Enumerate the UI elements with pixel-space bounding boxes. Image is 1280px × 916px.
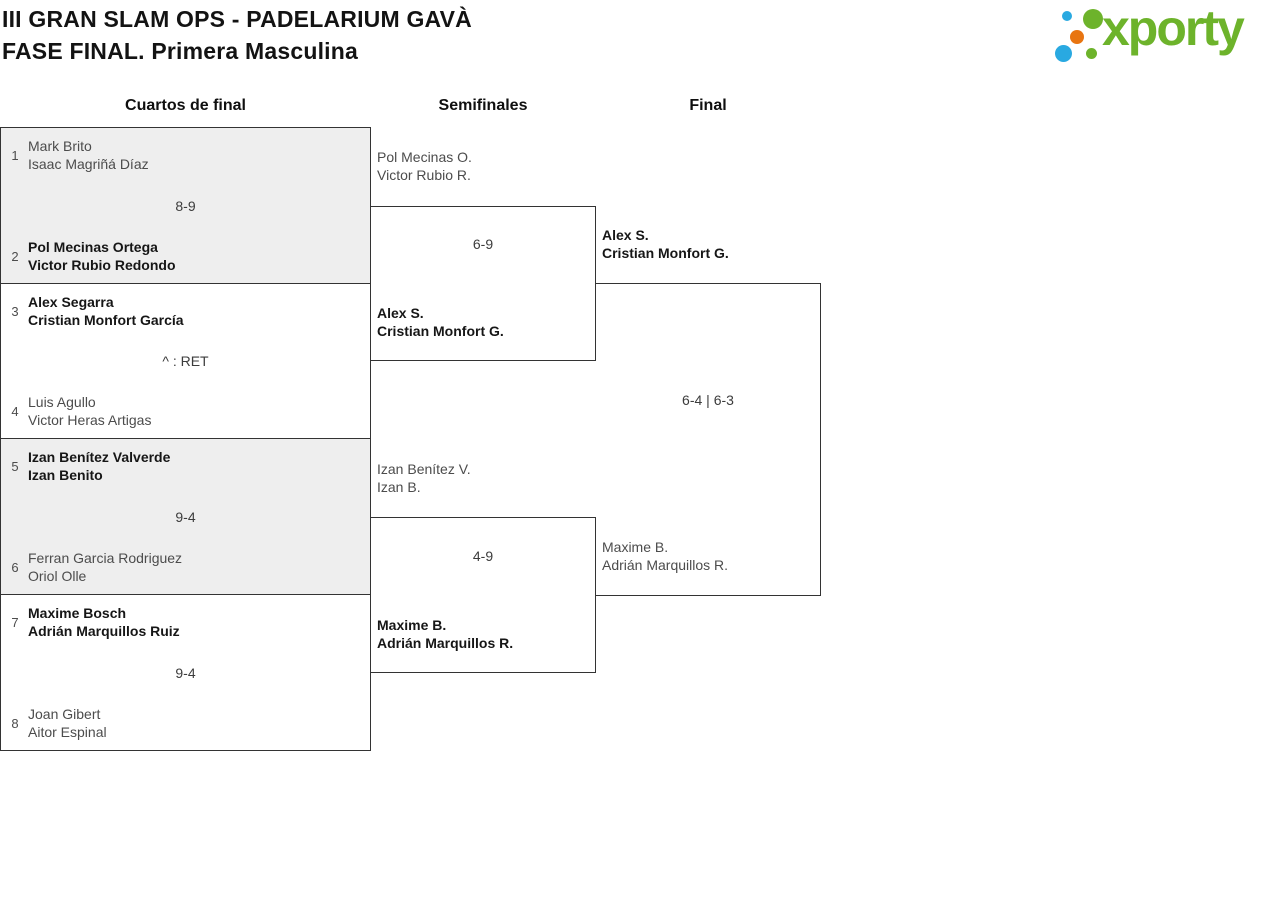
player-name: Izan Benito (28, 467, 103, 483)
match-score: 6-4 | 6-3 (682, 392, 734, 408)
match-final (595, 283, 821, 596)
player-name: Alex S. (377, 305, 424, 321)
seed-number: 2 (11, 248, 19, 264)
player-name: Adrián Marquillos R. (602, 557, 729, 573)
semifinal-1-team-top: Pol Mecinas O. Victor Rubio R. (377, 148, 472, 184)
player-name: Aitor Espinal (28, 724, 107, 740)
player-name: Izan Benítez Valverde (28, 449, 171, 465)
player-name: Maxime B. (602, 539, 669, 555)
semifinal-1-team-bottom: Alex S. Cristian Monfort G. (377, 304, 504, 340)
seed-number: 3 (11, 303, 19, 319)
player-name: Alex S. (602, 227, 649, 243)
team-names: Ferran Garcia Rodriguez Oriol Olle (28, 549, 182, 585)
round-header-semifinals: Semifinales (438, 97, 528, 114)
seed-number: 7 (11, 614, 19, 630)
logo-wordmark: xporty (1102, 0, 1245, 56)
match-score: 8-9 (175, 197, 196, 214)
match-score: 9-4 (175, 508, 196, 525)
logo-dot-icon (1055, 45, 1072, 62)
seed-number: 1 (11, 147, 19, 163)
match-score: 6-9 (472, 236, 494, 252)
player-name: Alex Segarra (28, 294, 114, 310)
player-name: Cristian Monfort García (28, 312, 184, 328)
team-names: Maxime Bosch Adrián Marquillos Ruiz (28, 604, 180, 640)
semifinal-2-team-bottom: Maxime B. Adrián Marquillos R. (377, 616, 513, 652)
match-quarterfinal-2: 3 Alex Segarra Cristian Monfort García ^… (0, 283, 371, 439)
team-names: Joan Gibert Aitor Espinal (28, 705, 107, 741)
round-header-final: Final (689, 97, 727, 114)
seed-number: 6 (11, 559, 19, 575)
player-name: Joan Gibert (28, 706, 101, 722)
final-team-bottom: Maxime B. Adrián Marquillos R. (602, 538, 728, 574)
player-name: Maxime B. (377, 617, 447, 633)
seed-number: 5 (11, 458, 19, 474)
player-name: Izan B. (377, 479, 421, 495)
player-name: Adrián Marquillos R. (377, 635, 514, 651)
player-name: Pol Mecinas Ortega (28, 239, 158, 255)
player-name: Victor Rubio R. (377, 167, 471, 183)
seed-number: 4 (11, 403, 19, 419)
phase-category: FASE FINAL. Primera Masculina (2, 38, 359, 64)
team-names: Izan Benítez Valverde Izan Benito (28, 448, 170, 484)
xporty-logo[interactable]: xporty (1045, 0, 1280, 68)
player-name: Ferran Garcia Rodriguez (28, 550, 183, 566)
seed-number: 8 (11, 715, 19, 731)
match-score: 4-9 (472, 548, 494, 564)
match-score: ^ : RET (162, 353, 209, 369)
page-title: III GRAN SLAM OPS - PADELARIUM GAVÀ FASE… (2, 3, 472, 67)
team-names: Mark Brito Isaac Magriñá Díaz (28, 137, 149, 173)
player-name: Mark Brito (28, 138, 92, 154)
player-name: Pol Mecinas O. (377, 149, 472, 165)
player-name: Cristian Monfort G. (602, 245, 729, 261)
team-names: Alex Segarra Cristian Monfort García (28, 293, 184, 329)
player-name: Izan Benítez V. (377, 461, 471, 477)
player-name: Cristian Monfort G. (377, 323, 504, 339)
player-name: Maxime Bosch (28, 605, 127, 621)
player-name: Adrián Marquillos Ruiz (28, 623, 180, 639)
match-quarterfinal-4: 7 Maxime Bosch Adrián Marquillos Ruiz 9-… (0, 594, 371, 751)
logo-dot-icon (1062, 11, 1072, 21)
semifinal-2-team-top: Izan Benítez V. Izan B. (377, 460, 471, 496)
player-name: Isaac Magriñá Díaz (28, 156, 149, 172)
team-names: Pol Mecinas Ortega Victor Rubio Redondo (28, 238, 176, 274)
match-score: 9-4 (175, 664, 196, 681)
match-quarterfinal-3: 5 Izan Benítez Valverde Izan Benito 9-4 … (0, 438, 371, 595)
player-name: Luis Agullo (28, 394, 96, 410)
logo-dot-icon (1086, 48, 1097, 59)
logo-dot-icon (1070, 30, 1084, 44)
team-names: Luis Agullo Victor Heras Artigas (28, 393, 151, 429)
match-quarterfinal-1: 1 Mark Brito Isaac Magriñá Díaz 8-9 2 Po… (0, 127, 371, 284)
final-team-top: Alex S. Cristian Monfort G. (602, 226, 729, 262)
player-name: Victor Heras Artigas (28, 412, 152, 428)
tournament-name: III GRAN SLAM OPS - PADELARIUM GAVÀ (2, 6, 472, 32)
player-name: Victor Rubio Redondo (28, 257, 176, 273)
player-name: Oriol Olle (28, 568, 87, 584)
logo-dot-icon (1083, 9, 1103, 29)
round-header-quarterfinals: Cuartos de final (125, 97, 246, 114)
